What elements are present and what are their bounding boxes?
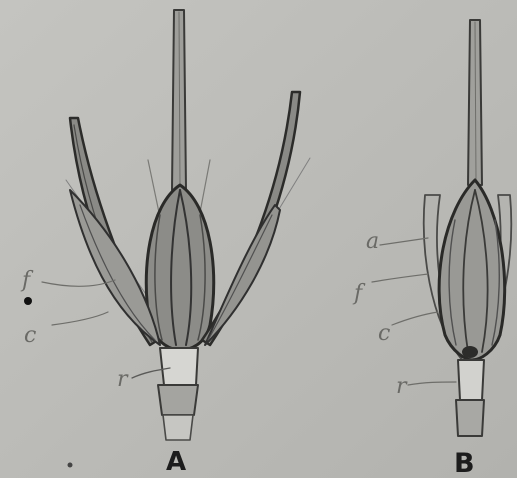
panel-b-annotation-r: r bbox=[396, 374, 408, 399]
panel-a-label: A bbox=[166, 449, 186, 475]
panel-a-annotation-r: r bbox=[117, 367, 129, 392]
panel-a-receptacle bbox=[160, 348, 198, 385]
marker-dot bbox=[24, 297, 32, 305]
panel-b-stalk bbox=[456, 400, 484, 436]
panel-b-annotation-c: c bbox=[378, 321, 390, 346]
panel-b-label: B bbox=[454, 450, 475, 477]
panel-b-receptacle bbox=[458, 360, 484, 400]
panel-a-stalk bbox=[158, 385, 198, 415]
panel-a-annotation-c: c bbox=[24, 323, 36, 348]
panel-b-annotation-a: a bbox=[366, 229, 379, 254]
